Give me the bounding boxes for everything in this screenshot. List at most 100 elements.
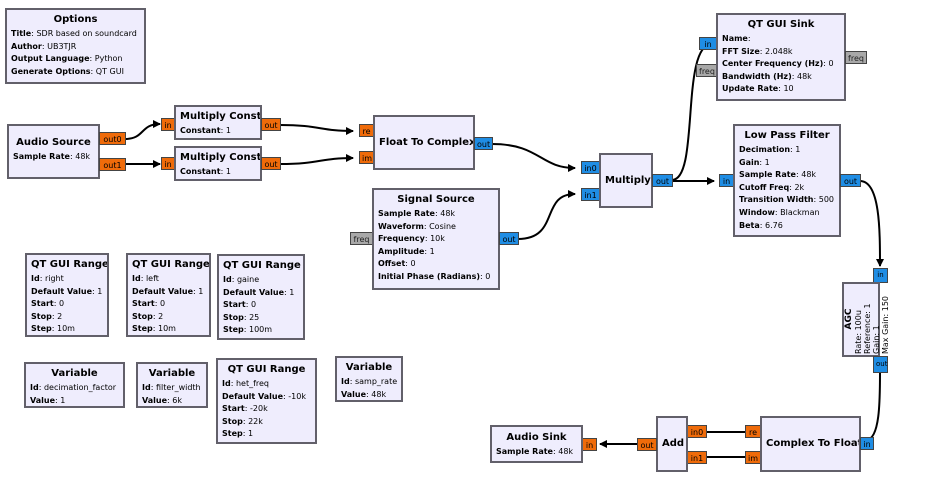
signal-source-out-port[interactable]: out xyxy=(499,232,519,245)
mult-const-2-title: Multiply Const xyxy=(180,152,262,163)
mult-const-1-block[interactable]: Multiply Const Constant: 1 xyxy=(174,105,262,140)
qt-range-het-block[interactable]: QT GUI Range Id: het_freq Default Value:… xyxy=(216,358,317,444)
agc-row-rate: Rate: 100u xyxy=(854,310,863,354)
qt-sink-title: QT GUI Sink xyxy=(747,19,815,30)
options-row-author: Author: UB3TJR xyxy=(11,41,77,51)
wire-sigsrc-multiply xyxy=(517,190,576,240)
qt-range-left-block[interactable]: QT GUI Range Id: left Default Value: 1 S… xyxy=(126,253,211,337)
lpf-row-cutoff: Cutoff Freq: 2k xyxy=(739,182,805,192)
multiply-title: Multiply xyxy=(605,175,651,186)
c2f-in-port[interactable]: in xyxy=(860,437,874,450)
qt-range-gaine-step: Step: 100m xyxy=(223,325,273,335)
lpf-in-port[interactable]: in xyxy=(719,174,734,187)
qt-range-het-step: Step: 1 xyxy=(222,429,254,439)
audio-source-title: Audio Source xyxy=(16,137,91,148)
lpf-row-gain: Gain: 1 xyxy=(739,157,770,167)
low-pass-filter-block[interactable]: Low Pass Filter Decimation: 1 Gain: 1 Sa… xyxy=(733,124,841,237)
add-out-port[interactable]: out xyxy=(637,438,657,451)
options-row-language: Output Language: Python xyxy=(11,54,123,64)
variable-samp-rate-title: Variable xyxy=(345,362,393,373)
f2c-out-port[interactable]: out xyxy=(474,137,493,150)
qt-range-gaine-default: Default Value: 1 xyxy=(223,287,295,297)
multiply-in1-port[interactable]: in1 xyxy=(581,188,600,201)
qt-range-gaine-title: QT GUI Range xyxy=(223,260,301,271)
lpf-title: Low Pass Filter xyxy=(744,130,830,141)
variable-decimation-block[interactable]: Variable Id: decimation_factor Value: 1 xyxy=(24,362,125,408)
add-block[interactable]: Add xyxy=(656,416,688,472)
options-title: Options xyxy=(53,14,98,25)
qt-gui-sink-block[interactable]: QT GUI Sink Name: FFT Size: 2.048k Cente… xyxy=(716,13,846,101)
qt-range-right-start: Start: 0 xyxy=(31,299,65,309)
qt-range-gaine-block[interactable]: QT GUI Range Id: gaine Default Value: 1 … xyxy=(217,254,305,340)
mult-const-2-block[interactable]: Multiply Const Constant: 1 xyxy=(174,146,262,181)
mult-const-2-out-port[interactable]: out xyxy=(261,157,281,170)
c2f-im-port[interactable]: im xyxy=(745,451,761,464)
signal-source-row-waveform: Waveform: Cosine xyxy=(378,221,456,231)
variable-samp-rate-id: Id: samp_rate xyxy=(341,377,398,386)
audio-source-out1-port[interactable]: out1 xyxy=(99,158,126,171)
qt-range-left-title: QT GUI Range xyxy=(132,259,210,270)
variable-decimation-value: Value: 1 xyxy=(30,395,66,405)
variable-filter-width-value: Value: 6k xyxy=(142,395,182,405)
qt-range-left-default: Default Value: 1 xyxy=(132,286,204,296)
audio-sink-title: Audio Sink xyxy=(506,432,567,443)
add-in1-port[interactable]: in1 xyxy=(687,451,707,464)
qt-sink-freq-in-port[interactable]: freq xyxy=(696,64,717,77)
variable-samp-rate-block[interactable]: Variable Id: samp_rate Value: 48k xyxy=(335,356,403,402)
qt-sink-in-port[interactable]: in xyxy=(699,37,717,50)
add-in0-port[interactable]: in0 xyxy=(687,425,707,438)
c2f-re-port[interactable]: re xyxy=(745,425,761,438)
qt-range-gaine-start: Start: 0 xyxy=(223,300,257,310)
audio-sink-in-port[interactable]: in xyxy=(582,438,597,451)
f2c-re-port[interactable]: re xyxy=(359,124,374,137)
lpf-row-window: Window: Blackman xyxy=(739,207,820,217)
wire-f2c-multiply xyxy=(491,143,576,172)
signal-source-freq-port[interactable]: freq xyxy=(350,232,373,245)
audio-sink-block[interactable]: Audio Sink Sample Rate: 48k xyxy=(490,425,583,463)
lpf-out-port[interactable]: out xyxy=(840,174,861,187)
agc-block[interactable] xyxy=(842,282,880,357)
qt-range-het-start: Start: -20k xyxy=(222,404,268,414)
qt-range-left-id: Id: left xyxy=(132,274,159,283)
qt-range-left-start: Start: 0 xyxy=(132,299,166,309)
variable-filter-width-block[interactable]: Variable Id: filter_width Value: 6k xyxy=(136,362,208,408)
signal-source-row-phase: Initial Phase (Radians): 0 xyxy=(378,271,491,281)
options-block[interactable]: Options Title: SDR based on soundcard Au… xyxy=(5,8,146,84)
agc-wrapper: AGC Rate: 100u Reference: 1 Gain: 1 Max … xyxy=(842,282,890,357)
add-title: Add xyxy=(662,438,685,449)
agc-row-maxgain: Max Gain: 150 xyxy=(881,295,890,354)
variable-samp-rate-value: Value: 48k xyxy=(341,389,387,399)
audio-source-out0-port[interactable]: out0 xyxy=(99,132,126,145)
qt-range-right-block[interactable]: QT GUI Range Id: right Default Value: 1 … xyxy=(25,253,109,337)
signal-source-block[interactable]: Signal Source Sample Rate: 48k Waveform:… xyxy=(372,188,500,290)
variable-decimation-id: Id: decimation_factor xyxy=(30,383,117,392)
agc-in-port[interactable]: in xyxy=(873,268,888,283)
multiply-block[interactable]: Multiply xyxy=(599,153,653,208)
mult-const-1-in-port[interactable]: in xyxy=(161,118,175,131)
lpf-row-rate: Sample Rate: 48k xyxy=(739,170,817,180)
agc-row-reference: Reference: 1 xyxy=(863,303,872,354)
wire-source0-mult1 xyxy=(124,120,161,140)
float-to-complex-block[interactable]: Float To Complex xyxy=(373,115,475,170)
signal-source-row-offset: Offset: 0 xyxy=(378,259,416,269)
qt-range-het-title: QT GUI Range xyxy=(227,364,306,375)
lpf-row-transition: Transition Width: 500 xyxy=(739,195,835,205)
complex-to-float-block[interactable]: Complex To Float xyxy=(760,416,861,472)
audio-source-row: Sample Rate: 48k xyxy=(13,152,91,161)
mult-const-1-out-port[interactable]: out xyxy=(261,118,281,131)
audio-source-block[interactable]: Audio Source Sample Rate: 48k xyxy=(7,124,100,179)
variable-decimation-title: Variable xyxy=(51,368,98,379)
mult-const-2-in-port[interactable]: in xyxy=(161,157,175,170)
multiply-in0-port[interactable]: in0 xyxy=(581,161,600,174)
multiply-out-port[interactable]: out xyxy=(652,174,673,187)
agc-out-port[interactable]: out xyxy=(873,356,888,373)
qt-sink-row-fft: FFT Size: 2.048k xyxy=(722,46,793,56)
f2c-im-port[interactable]: im xyxy=(359,151,374,164)
wire-mult2-im xyxy=(279,154,354,165)
variable-filter-width-id: Id: filter_width xyxy=(142,383,201,392)
qt-range-gaine-stop: Stop: 25 xyxy=(223,312,260,322)
qt-range-left-step: Step: 10m xyxy=(132,324,176,334)
qt-sink-freq-out-port[interactable]: freq xyxy=(845,51,867,64)
options-row-title: Title: SDR based on soundcard xyxy=(11,29,137,38)
